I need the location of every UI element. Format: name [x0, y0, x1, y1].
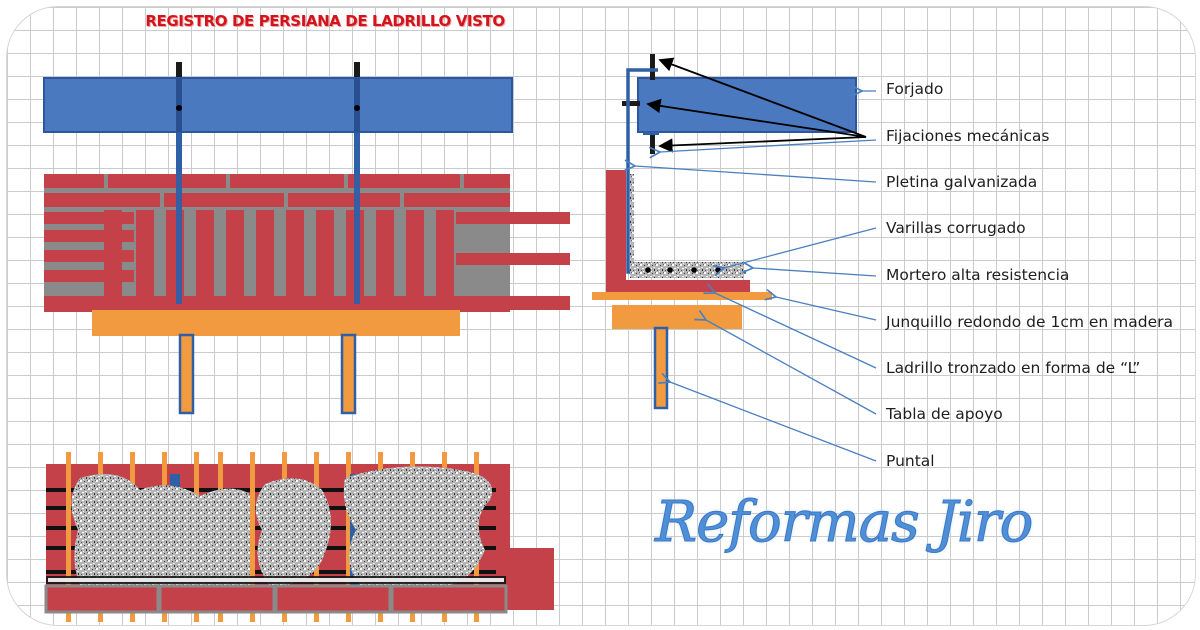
support-board-front [92, 310, 460, 336]
label-pletina: Pletina galvanizada [886, 173, 1038, 191]
label-junquillo: Junquillo redondo de 1cm en madera [886, 313, 1174, 331]
brand-logo: Reformas Jiro [654, 490, 1033, 556]
support-board-section [612, 305, 742, 329]
wood-bead [592, 292, 772, 300]
prop-right [340, 333, 357, 415]
mortar-blob-3 [343, 466, 492, 586]
label-mortero: Mortero alta resistencia [886, 266, 1070, 284]
label-puntal: Puntal [886, 452, 935, 470]
prop-section [653, 326, 669, 410]
plan-view [44, 452, 554, 622]
forjado-slab-front [43, 77, 513, 133]
forjado-slab-section [637, 77, 857, 133]
prop-left [178, 333, 195, 415]
label-forjado: Forjado [886, 80, 944, 98]
l-brick [606, 170, 750, 300]
label-tabla: Tabla de apoyo [886, 405, 1003, 423]
diagram-title: REGISTRO DE PERSIANA DE LADRILLO VISTO [145, 12, 505, 30]
mortar-blob-1 [71, 474, 250, 586]
mortar-blob-2 [255, 478, 331, 586]
label-ladrillo: Ladrillo tronzado en forma de “L” [886, 359, 1141, 377]
front-elevation [43, 62, 570, 415]
label-varillas: Varillas corrugado [886, 219, 1026, 237]
section-view [592, 54, 877, 462]
label-fijaciones: Fijaciones mecánicas [886, 127, 1050, 145]
